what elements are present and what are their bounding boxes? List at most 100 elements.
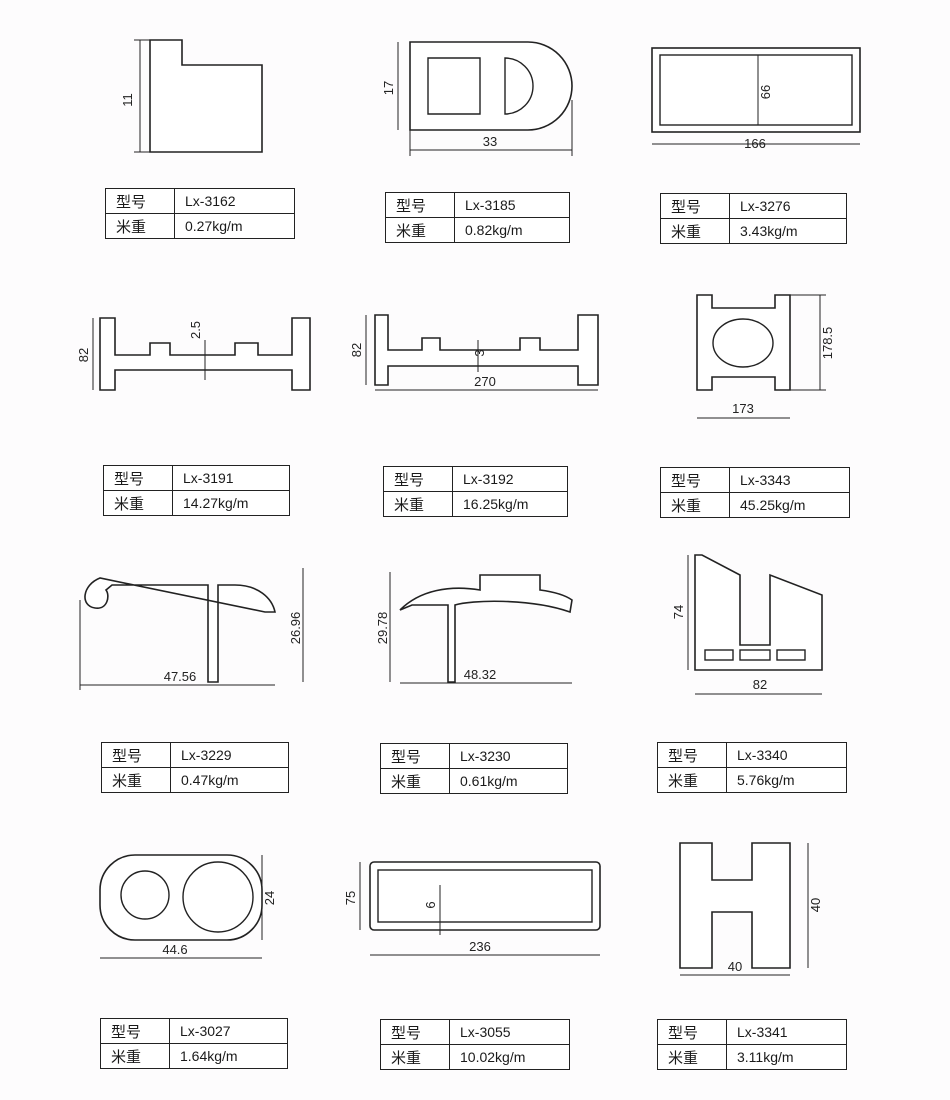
profile-drawing-lx-3192: 82 3 270 xyxy=(349,314,599,391)
model-value: Lx-3162 xyxy=(174,188,295,214)
model-value: Lx-3341 xyxy=(726,1019,847,1045)
weight-value: 14.27kg/m xyxy=(172,490,290,516)
weight-value: 45.25kg/m xyxy=(729,492,850,518)
model-value: Lx-3343 xyxy=(729,467,850,493)
weight-label: 米重 xyxy=(660,492,730,518)
model-label: 型号 xyxy=(657,1019,727,1045)
dimension-label: 24 xyxy=(262,891,277,905)
profile-drawing-lx-3340: 74 82 xyxy=(671,554,823,695)
dimension-label: 40 xyxy=(808,898,823,912)
weight-label: 米重 xyxy=(105,213,175,239)
dimension-label: 44.6 xyxy=(162,942,187,957)
dimension-label: 29.78 xyxy=(375,612,390,645)
dimension-label: 74 xyxy=(671,605,686,619)
weight-label: 米重 xyxy=(660,218,730,244)
model-label: 型号 xyxy=(380,1019,450,1045)
profile-drawing-lx-3191: 82 2.5 xyxy=(76,317,311,391)
dimension-label: 82 xyxy=(753,677,767,692)
weight-value: 16.25kg/m xyxy=(452,491,568,517)
weight-value: 0.47kg/m xyxy=(170,767,289,793)
model-value: Lx-3340 xyxy=(726,742,847,768)
dimension-label: 75 xyxy=(343,891,358,905)
weight-label: 米重 xyxy=(380,1044,450,1070)
model-value: Lx-3185 xyxy=(454,192,570,218)
weight-value: 0.82kg/m xyxy=(454,217,570,243)
dimension-label: 166 xyxy=(744,136,766,151)
dimension-label: 2.5 xyxy=(188,321,203,339)
model-label: 型号 xyxy=(380,743,450,769)
model-label: 型号 xyxy=(383,466,453,492)
profile-drawing-lx-3230: 29.78 48.32 xyxy=(375,572,573,684)
dimension-label: 6 xyxy=(423,901,438,908)
profile-drawing-lx-3055: 75 6 236 xyxy=(343,861,601,956)
weight-label: 米重 xyxy=(100,1043,170,1069)
dimension-label: 26.96 xyxy=(288,612,303,645)
profile-drawing-lx-3341: 40 40 xyxy=(679,842,823,976)
model-value: Lx-3055 xyxy=(449,1019,570,1045)
profile-drawing-lx-3343: 178.5 173 xyxy=(696,294,835,419)
dimension-label: 3 xyxy=(472,349,487,356)
weight-value: 10.02kg/m xyxy=(449,1044,570,1070)
model-value: Lx-3192 xyxy=(452,466,568,492)
weight-label: 米重 xyxy=(103,490,173,516)
profile-drawing-lx-3229: 47.56 26.96 xyxy=(79,568,304,690)
dimension-label: 66 xyxy=(758,85,773,99)
profile-drawing-lx-3027: 24 44.6 xyxy=(99,854,277,959)
weight-value: 3.43kg/m xyxy=(729,218,847,244)
dimension-label: 178.5 xyxy=(820,327,835,360)
model-value: Lx-3276 xyxy=(729,193,847,219)
model-label: 型号 xyxy=(385,192,455,218)
dimension-label: 33 xyxy=(483,134,497,149)
model-label: 型号 xyxy=(657,742,727,768)
dimension-label: 40 xyxy=(728,959,742,974)
weight-value: 1.64kg/m xyxy=(169,1043,288,1069)
weight-label: 米重 xyxy=(383,491,453,517)
profile-drawing-lx-3276: 66 166 xyxy=(651,47,861,151)
model-label: 型号 xyxy=(105,188,175,214)
dimension-label: 47.56 xyxy=(164,669,197,684)
dimension-label: 11 xyxy=(120,93,135,107)
model-label: 型号 xyxy=(660,467,730,493)
model-value: Lx-3027 xyxy=(169,1018,288,1044)
profile-drawing-lx-3162: 11 xyxy=(120,39,263,153)
dimension-label: 82 xyxy=(76,348,91,362)
dimension-label: 82 xyxy=(349,343,364,357)
dimension-label: 173 xyxy=(732,401,754,416)
weight-label: 米重 xyxy=(657,1044,727,1070)
dimension-label: 17 xyxy=(381,81,396,95)
dimension-label: 236 xyxy=(469,939,491,954)
